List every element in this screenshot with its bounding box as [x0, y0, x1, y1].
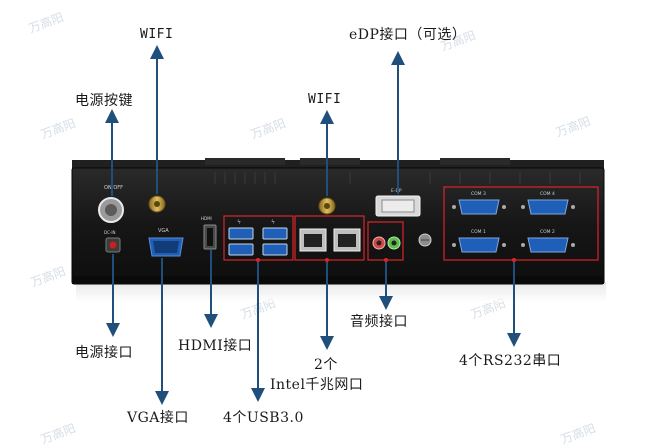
- on-off-label: ON/OFF: [104, 185, 123, 191]
- lan-highlight-box: [294, 215, 365, 261]
- label-edp: eDP接口（可选）: [349, 27, 467, 43]
- wifi-antenna-left: [148, 195, 166, 213]
- wifi-antenna-mid: [318, 197, 336, 215]
- com2-label: COM 2: [540, 229, 555, 235]
- vga-panel-label: VGA: [158, 228, 169, 234]
- edp-port: [375, 195, 421, 217]
- com1-label: COM 1: [471, 229, 486, 235]
- hdmi-panel-label: HDMI: [201, 216, 212, 221]
- usb3-ports: ϟ ϟ: [228, 219, 288, 256]
- edp-panel-label: E-DP: [391, 188, 402, 194]
- chassis-rear-panel: [71, 158, 605, 285]
- label-power-button: 电源按键: [75, 93, 133, 109]
- ground-screw: [418, 233, 432, 247]
- com4-label: COM 4: [540, 191, 555, 197]
- ethernet-ports: [299, 228, 361, 252]
- label-vga: VGA接口: [127, 410, 189, 426]
- dc-in-label: DC-IN: [104, 230, 116, 235]
- svg-text:ϟ: ϟ: [271, 219, 275, 226]
- label-wifi-left: WIFI: [140, 27, 174, 42]
- dc-power-jack: [105, 237, 121, 253]
- label-lan-type: Intel千兆网口: [270, 377, 364, 393]
- label-power-port: 电源接口: [75, 345, 133, 361]
- com-ports: [452, 199, 575, 253]
- label-rs232: 4个RS232串口: [459, 353, 562, 369]
- svg-text:ϟ: ϟ: [237, 219, 241, 226]
- vga-port: [148, 237, 184, 257]
- com-highlight-box: [443, 186, 599, 261]
- audio-jacks: [372, 236, 401, 250]
- label-wifi-mid: WIFI: [308, 92, 342, 107]
- hdmi-port: [203, 224, 217, 250]
- label-audio: 音频接口: [350, 314, 408, 330]
- label-lan-count: 2个: [314, 357, 338, 373]
- com3-label: COM 3: [471, 191, 486, 197]
- label-hdmi: HDMI接口: [178, 338, 253, 354]
- label-usb: 4个USB3.0: [223, 410, 304, 426]
- power-button[interactable]: [98, 197, 124, 223]
